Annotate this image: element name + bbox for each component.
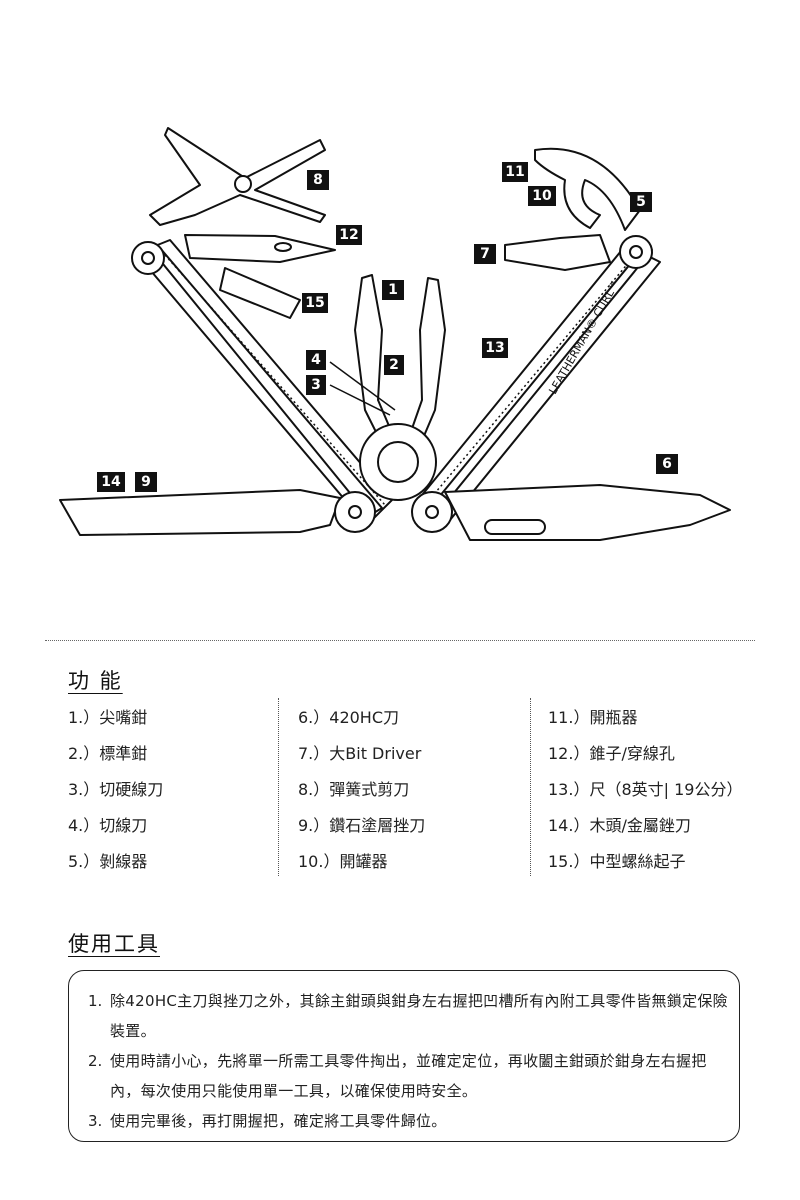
badge-2: 2 [384,355,404,375]
section-divider [45,640,755,641]
features-column-2: 6.）420HC刀 7.）大Bit Driver 8.）彈簧式剪刀 9.）鑽石塗… [298,700,425,880]
usage-item-text: 使用時請小心，先將單一所需工具零件掏出，並確定定位，再收闔主鉗頭於鉗身左右握把內… [110,1052,707,1100]
feature-item: 15.）中型螺絲起子 [548,852,686,871]
feature-item: 14.）木頭/金屬銼刀 [548,816,691,835]
badge-8: 8 [307,170,329,190]
bit-driver [504,234,611,271]
feature-item: 2.）標準鉗 [68,744,148,763]
feature-item: 10.）開罐器 [298,852,388,871]
file-blade [59,489,341,536]
usage-item: 3. 使用完畢後，再打開握把，確定將工具零件歸位。 [88,1106,728,1136]
feature-item: 5.）剝線器 [68,852,148,871]
badge-13: 13 [482,338,508,358]
badge-14: 14 [97,472,125,492]
badge-6: 6 [656,454,678,474]
badge-9: 9 [135,472,157,492]
usage-item-number: 1. [88,992,103,1010]
feature-item: 9.）鑽石塗層挫刀 [298,816,426,835]
feature-item: 13.）尺（8英寸| 19公分） [548,780,743,799]
multitool-diagram: LEATHERMAN® CURL™ 1 2 3 4 5 6 7 8 9 10 1… [59,127,731,541]
feature-item: 11.）開瓶器 [548,708,638,727]
usage-heading: 使用工具 [68,932,160,956]
usage-item-text: 使用完畢後，再打開握把，確定將工具零件歸位。 [110,1112,447,1130]
feature-item: 8.）彈簧式剪刀 [298,780,410,799]
column-separator [530,698,531,876]
feature-item: 12.）錐子/穿線孔 [548,744,675,763]
badge-4: 4 [306,350,326,370]
awl [184,234,336,263]
badge-15: 15 [302,293,328,313]
features-heading: 功 能 [68,669,123,693]
badge-10: 10 [528,186,556,206]
usage-box [68,970,740,1142]
badge-7: 7 [474,244,496,264]
usage-item: 2. 使用時請小心，先將單一所需工具零件掏出，並確定定位，再收闔主鉗頭於鉗身左右… [88,1046,728,1106]
feature-item: 1.）尖嘴鉗 [68,708,148,727]
features-column-1: 1.）尖嘴鉗 2.）標準鉗 3.）切硬線刀 4.）切線刀 5.）剝線器 [68,700,163,880]
badge-12: 12 [336,225,362,245]
usage-item-number: 3. [88,1112,103,1130]
scissors [149,127,326,226]
usage-item-text: 除420HC主刀與挫刀之外，其餘主鉗頭與鉗身左右握把凹槽所有內附工具零件皆無鎖定… [110,992,728,1040]
feature-item: 4.）切線刀 [68,816,148,835]
usage-item: 1. 除420HC主刀與挫刀之外，其餘主鉗頭與鉗身左右握把凹槽所有內附工具零件皆… [88,986,728,1046]
badge-11: 11 [502,162,528,182]
usage-item-number: 2. [88,1052,103,1070]
medium-screwdriver [219,267,301,319]
pliers-jaw-right [407,277,446,451]
column-separator [278,698,279,876]
badge-1: 1 [382,280,404,300]
multitool-illustration: LEATHERMAN® CURL™ [59,127,731,541]
usage-list: 1. 除420HC主刀與挫刀之外，其餘主鉗頭與鉗身左右握把凹槽所有內附工具零件皆… [88,986,728,1136]
badge-5: 5 [630,192,652,212]
feature-item: 7.）大Bit Driver [298,744,422,763]
feature-item: 3.）切硬線刀 [68,780,164,799]
bottle-opener [534,147,641,231]
features-column-3: 11.）開瓶器 12.）錐子/穿線孔 13.）尺（8英寸| 19公分） 14.）… [548,700,742,880]
badge-3: 3 [306,375,326,395]
feature-item: 6.）420HC刀 [298,708,400,727]
